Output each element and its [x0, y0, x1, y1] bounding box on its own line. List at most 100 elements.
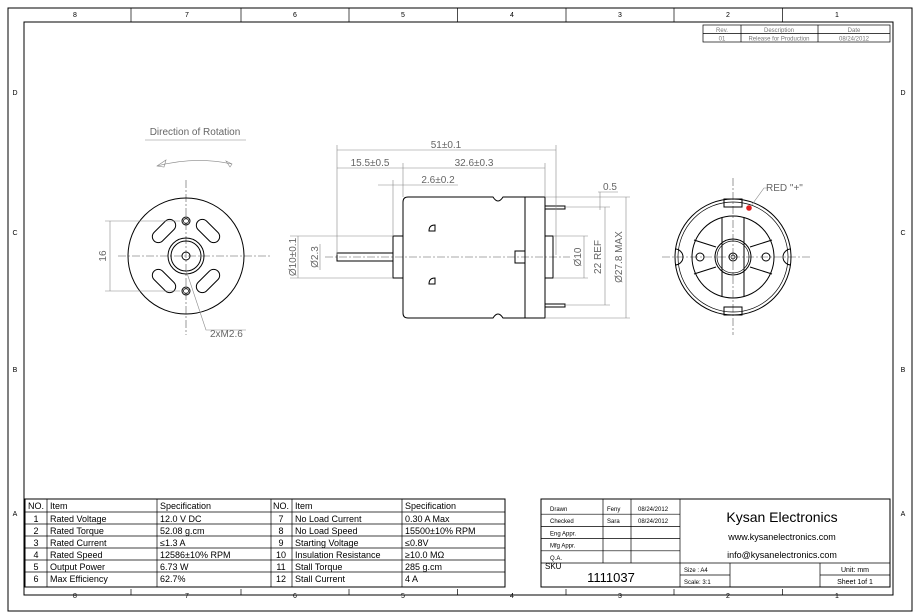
dim-terminal-thickness: 0.5	[603, 182, 617, 193]
spec-item: No Load Current	[295, 514, 362, 524]
spec-number: 9	[278, 538, 283, 548]
spec-number: 7	[278, 514, 283, 524]
spec-value: 4 A	[405, 574, 418, 584]
zone-row-label: A	[901, 511, 906, 518]
spec-value: 12586±10% RPM	[160, 550, 230, 560]
zone-row-label: B	[13, 367, 18, 374]
spec-item: Rated Speed	[50, 550, 103, 560]
zone-column-label: 7	[185, 593, 189, 600]
dim-body-dia: Ø27.8 MAX	[614, 231, 625, 283]
spec-table: NO. Item Specification NO. Item Specification…	[24, 498, 506, 588]
zone-row-label: C	[12, 230, 17, 237]
spec-item: Rated Current	[50, 538, 107, 548]
revision-table: Rev. Description Date 01 Release for Pro…	[702, 24, 891, 43]
approval-role: Mfg Appr.	[550, 544, 576, 550]
dim-body-length: 32.6±0.3	[455, 158, 494, 169]
sheet-number: Sheet 1of 1	[837, 579, 873, 586]
approval-name: Feny	[607, 507, 620, 513]
spec-header: Item	[50, 501, 68, 511]
approval-role: Drawn	[550, 507, 567, 513]
spec-value: 12.0 V DC	[160, 514, 202, 524]
dim-rear-dia: Ø10	[573, 247, 584, 266]
approval-role: Eng Appr.	[550, 531, 576, 537]
spec-number: 6	[33, 574, 38, 584]
dim-bushing-dia: Ø10±0.1	[288, 237, 299, 276]
zone-column-label: 3	[618, 593, 622, 600]
sku-label: SKU	[545, 562, 562, 571]
spec-value: 52.08 g.cm	[160, 526, 205, 536]
company-email: info@kysanelectronics.com	[727, 550, 837, 560]
spec-value: ≥10.0 MΩ	[405, 550, 444, 560]
spec-number: 5	[33, 562, 38, 572]
zone-column-label: 2	[726, 593, 730, 600]
zone-column-label: 6	[293, 593, 297, 600]
spec-header: NO.	[28, 501, 44, 511]
spec-number: 3	[33, 538, 38, 548]
description-value: Release for Production	[748, 37, 809, 43]
zone-row-label: D	[12, 90, 17, 97]
spec-value: ≤0.8V	[405, 538, 428, 548]
unit-label: Unit: mm	[841, 567, 869, 574]
spec-value: 15500±10% RPM	[405, 526, 475, 536]
spec-number: 4	[33, 550, 38, 560]
dim-overall-length: 51±0.1	[431, 140, 462, 151]
zone-column-label: 8	[73, 12, 77, 19]
rev-header: Rev.	[716, 28, 728, 34]
zone-row-label: D	[900, 90, 905, 97]
spec-number: 8	[278, 526, 283, 536]
approval-date: 08/24/2012	[638, 507, 669, 513]
zone-column-label: 1	[835, 593, 839, 600]
front-view: Direction of Rotation 16 2xM2.6	[98, 127, 270, 340]
company-name: Kysan Electronics	[726, 509, 837, 525]
spec-header: NO.	[273, 501, 289, 511]
inner-frame	[23, 21, 894, 596]
rotation-label: Direction of Rotation	[150, 127, 241, 138]
dim-bushing-length: 2.6±0.2	[421, 175, 455, 186]
spec-header: Item	[295, 501, 313, 511]
zone-column-label: 4	[510, 12, 514, 19]
spec-item: Stall Torque	[295, 562, 342, 572]
spec-item: No Load Speed	[295, 526, 358, 536]
date-header: Date	[848, 28, 861, 34]
dim-shaft-length: 15.5±0.5	[351, 158, 390, 169]
spec-number: 11	[276, 562, 285, 572]
thread-note: 2xM2.6	[210, 329, 243, 340]
spec-header: Specification	[405, 501, 456, 511]
spec-item: Stall Current	[295, 574, 346, 584]
polarity-note: RED "+"	[766, 183, 803, 194]
zone-row-label: B	[901, 367, 906, 374]
dim-terminal-spacing: 22 REF	[593, 240, 604, 274]
spec-number: 12	[276, 574, 286, 584]
rotation-arrow-icon	[156, 160, 233, 167]
rear-view: RED "+"	[662, 178, 812, 335]
approval-role: Checked	[550, 519, 574, 525]
zone-column-label: 7	[185, 12, 189, 19]
spec-item: Max Efficiency	[50, 574, 108, 584]
spec-value: 6.73 W	[160, 562, 189, 572]
sku-number: 1111037	[587, 570, 635, 585]
sheet-size: Size : A4	[684, 568, 708, 574]
approval-name: Sara	[607, 519, 620, 525]
spec-value: ≤1.3 A	[160, 538, 185, 548]
spec-number: 1	[33, 514, 38, 524]
description-header: Description	[764, 28, 794, 34]
dim-shaft-dia: Ø2.3	[310, 246, 321, 268]
zone-column-label: 3	[618, 12, 622, 19]
spec-header: Specification	[160, 501, 211, 511]
drawing-scale: Scale: 3:1	[684, 580, 711, 586]
spec-value: 0.30 A Max	[405, 514, 450, 524]
zone-row-label: A	[13, 511, 18, 518]
zone-column-label: 5	[401, 12, 405, 19]
zone-column-label: 4	[510, 593, 514, 600]
approval-role: Q.A.	[550, 556, 562, 562]
approval-date: 08/24/2012	[638, 519, 669, 525]
spec-number: 10	[276, 550, 286, 560]
spec-item: Output Power	[50, 562, 105, 572]
side-view: 51±0.1 15.5±0.5 32.6±0.3 2.6±0.2 0.5 Ø10…	[288, 140, 630, 319]
dim-16: 16	[98, 250, 109, 262]
spec-item: Starting Voltage	[295, 538, 359, 548]
spec-item: Rated Voltage	[50, 514, 107, 524]
